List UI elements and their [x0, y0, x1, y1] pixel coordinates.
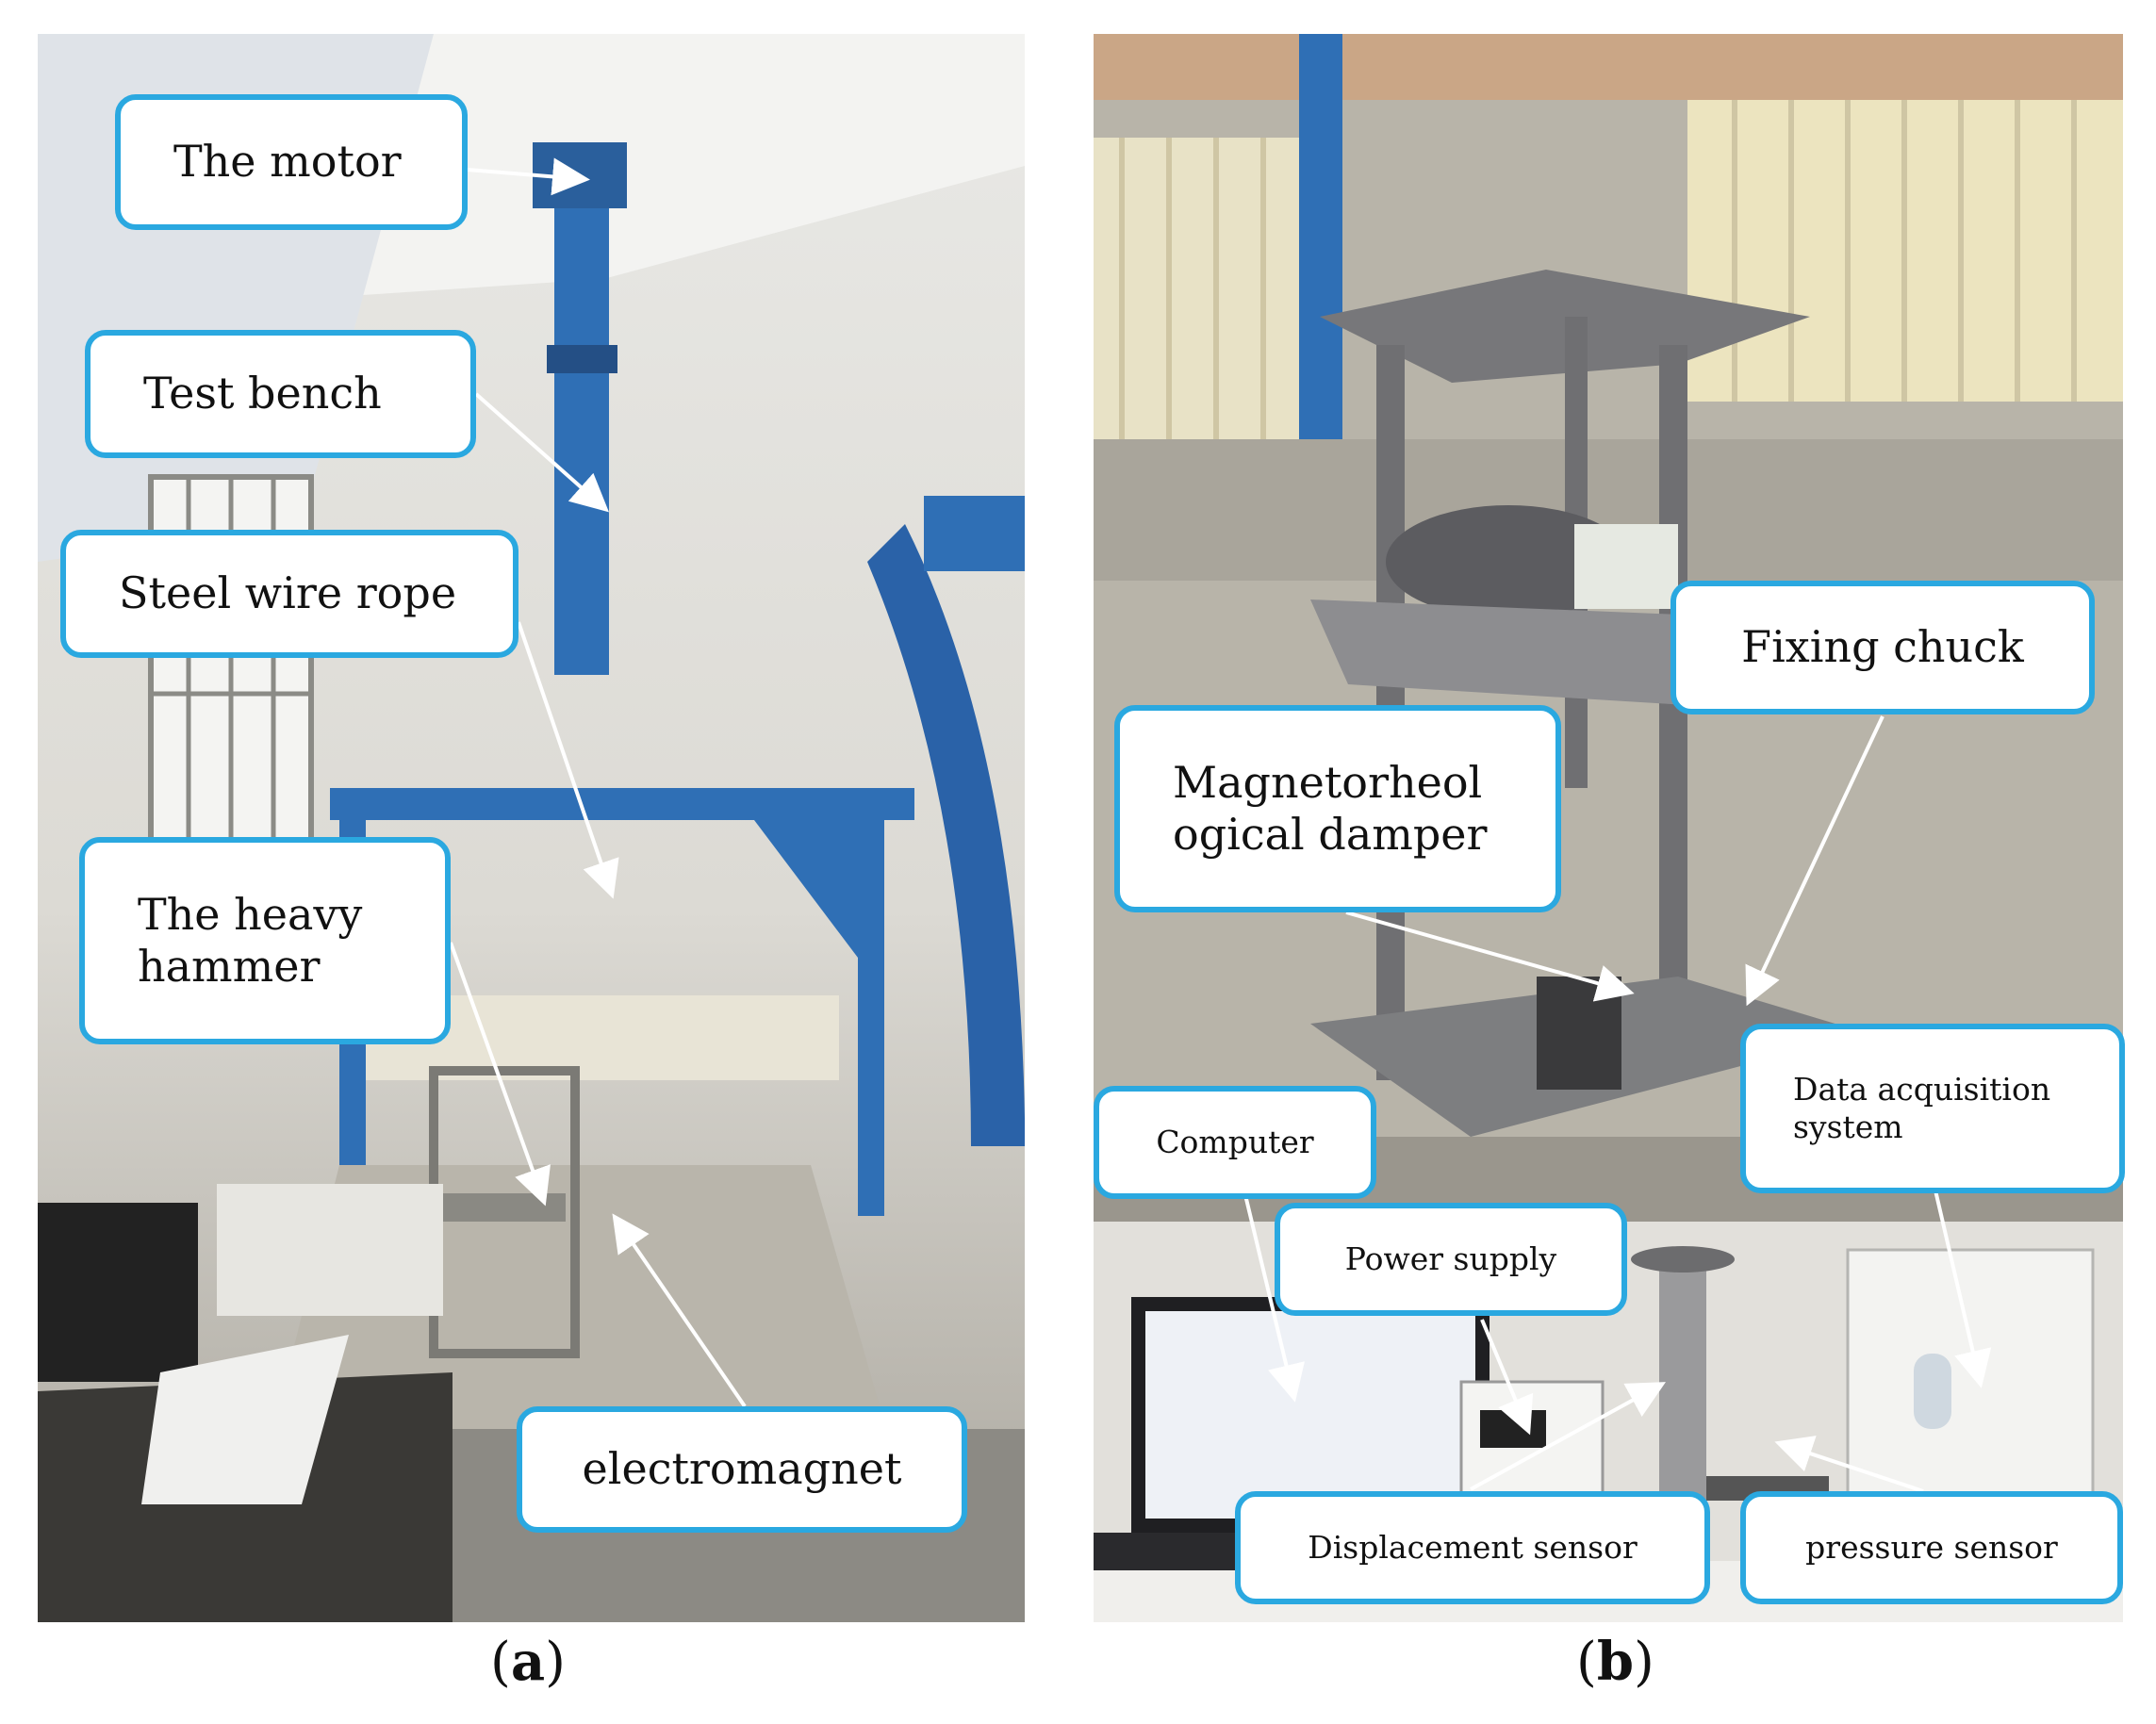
label-computer: Computer	[1094, 1086, 1376, 1199]
label-mr-damper: Magnetorheol ogical damper	[1114, 705, 1561, 912]
label-displacement-sensor: Displacement sensor	[1235, 1491, 1710, 1604]
label-power-supply: Power supply	[1275, 1203, 1627, 1316]
label-pressure-sensor: pressure sensor	[1740, 1491, 2123, 1604]
label-fixing-chuck: Fixing chuck	[1670, 581, 2095, 714]
label-heavy-hammer: The heavy hammer	[79, 837, 451, 1044]
caption-a: (a)	[490, 1631, 567, 1693]
test-rig-photo	[38, 34, 1025, 1622]
label-motor: The motor	[115, 94, 468, 230]
label-electromagnet: electromagnet	[517, 1406, 967, 1533]
caption-b-letter: b	[1596, 1631, 1635, 1693]
photo-panel-a	[38, 34, 1025, 1622]
label-steel-wire-rope: Steel wire rope	[60, 530, 518, 658]
label-data-acquisition-system: Data acquisition system	[1740, 1024, 2125, 1193]
caption-b: (b)	[1576, 1631, 1654, 1693]
caption-a-letter: a	[510, 1631, 546, 1693]
label-test-bench: Test bench	[85, 330, 476, 458]
